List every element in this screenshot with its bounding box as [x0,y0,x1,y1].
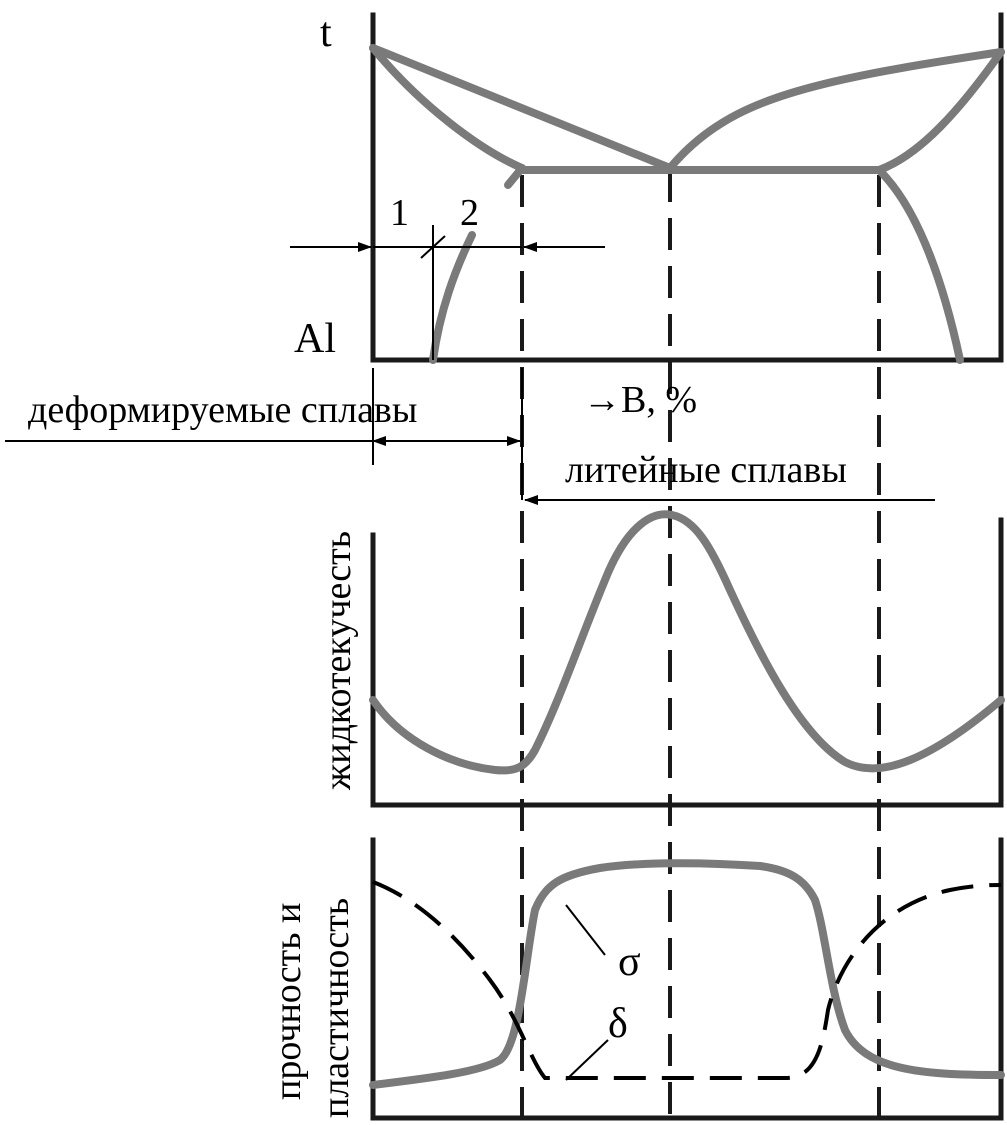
solidus-right [875,48,1005,174]
wrought-alloys-label: деформируемые сплавы [28,389,417,431]
phase-diagram-curves [369,44,1005,364]
wrought-alloys-arrow [5,368,521,465]
fluidity-axis-label: жидкотекучесть [317,531,359,791]
temperature-label: t [320,10,332,56]
cast-alloys-arrow [521,368,935,505]
liquidus-left [369,44,674,172]
composition-guide-lines [520,170,881,1118]
fluidity-panel-frame [370,517,1004,808]
strength-curve [369,859,1005,1089]
properties-axis-label-line2: пластичность [315,898,357,1118]
fluidity-curve [369,510,1005,775]
solvus-left [429,231,476,364]
solidus-left [369,44,526,172]
composition-axis-label: →B, % [583,379,697,421]
properties-axis-label-line1: прочность и [267,903,309,1100]
ductility-symbol: δ [608,1001,628,1047]
region-2-label: 2 [460,192,479,234]
ductility-curve [372,880,1002,1080]
solvus-right [875,166,964,364]
phase-diagram-frame [370,12,1004,363]
base-metal-label: Al [294,316,336,362]
cast-alloys-label: литейные сплавы [565,449,847,491]
liquidus-right [666,48,1005,172]
strength-symbol: σ [618,939,641,985]
region-1-label: 1 [390,192,409,234]
curve-leaders [565,904,609,1081]
solubility-dimension [290,225,605,360]
